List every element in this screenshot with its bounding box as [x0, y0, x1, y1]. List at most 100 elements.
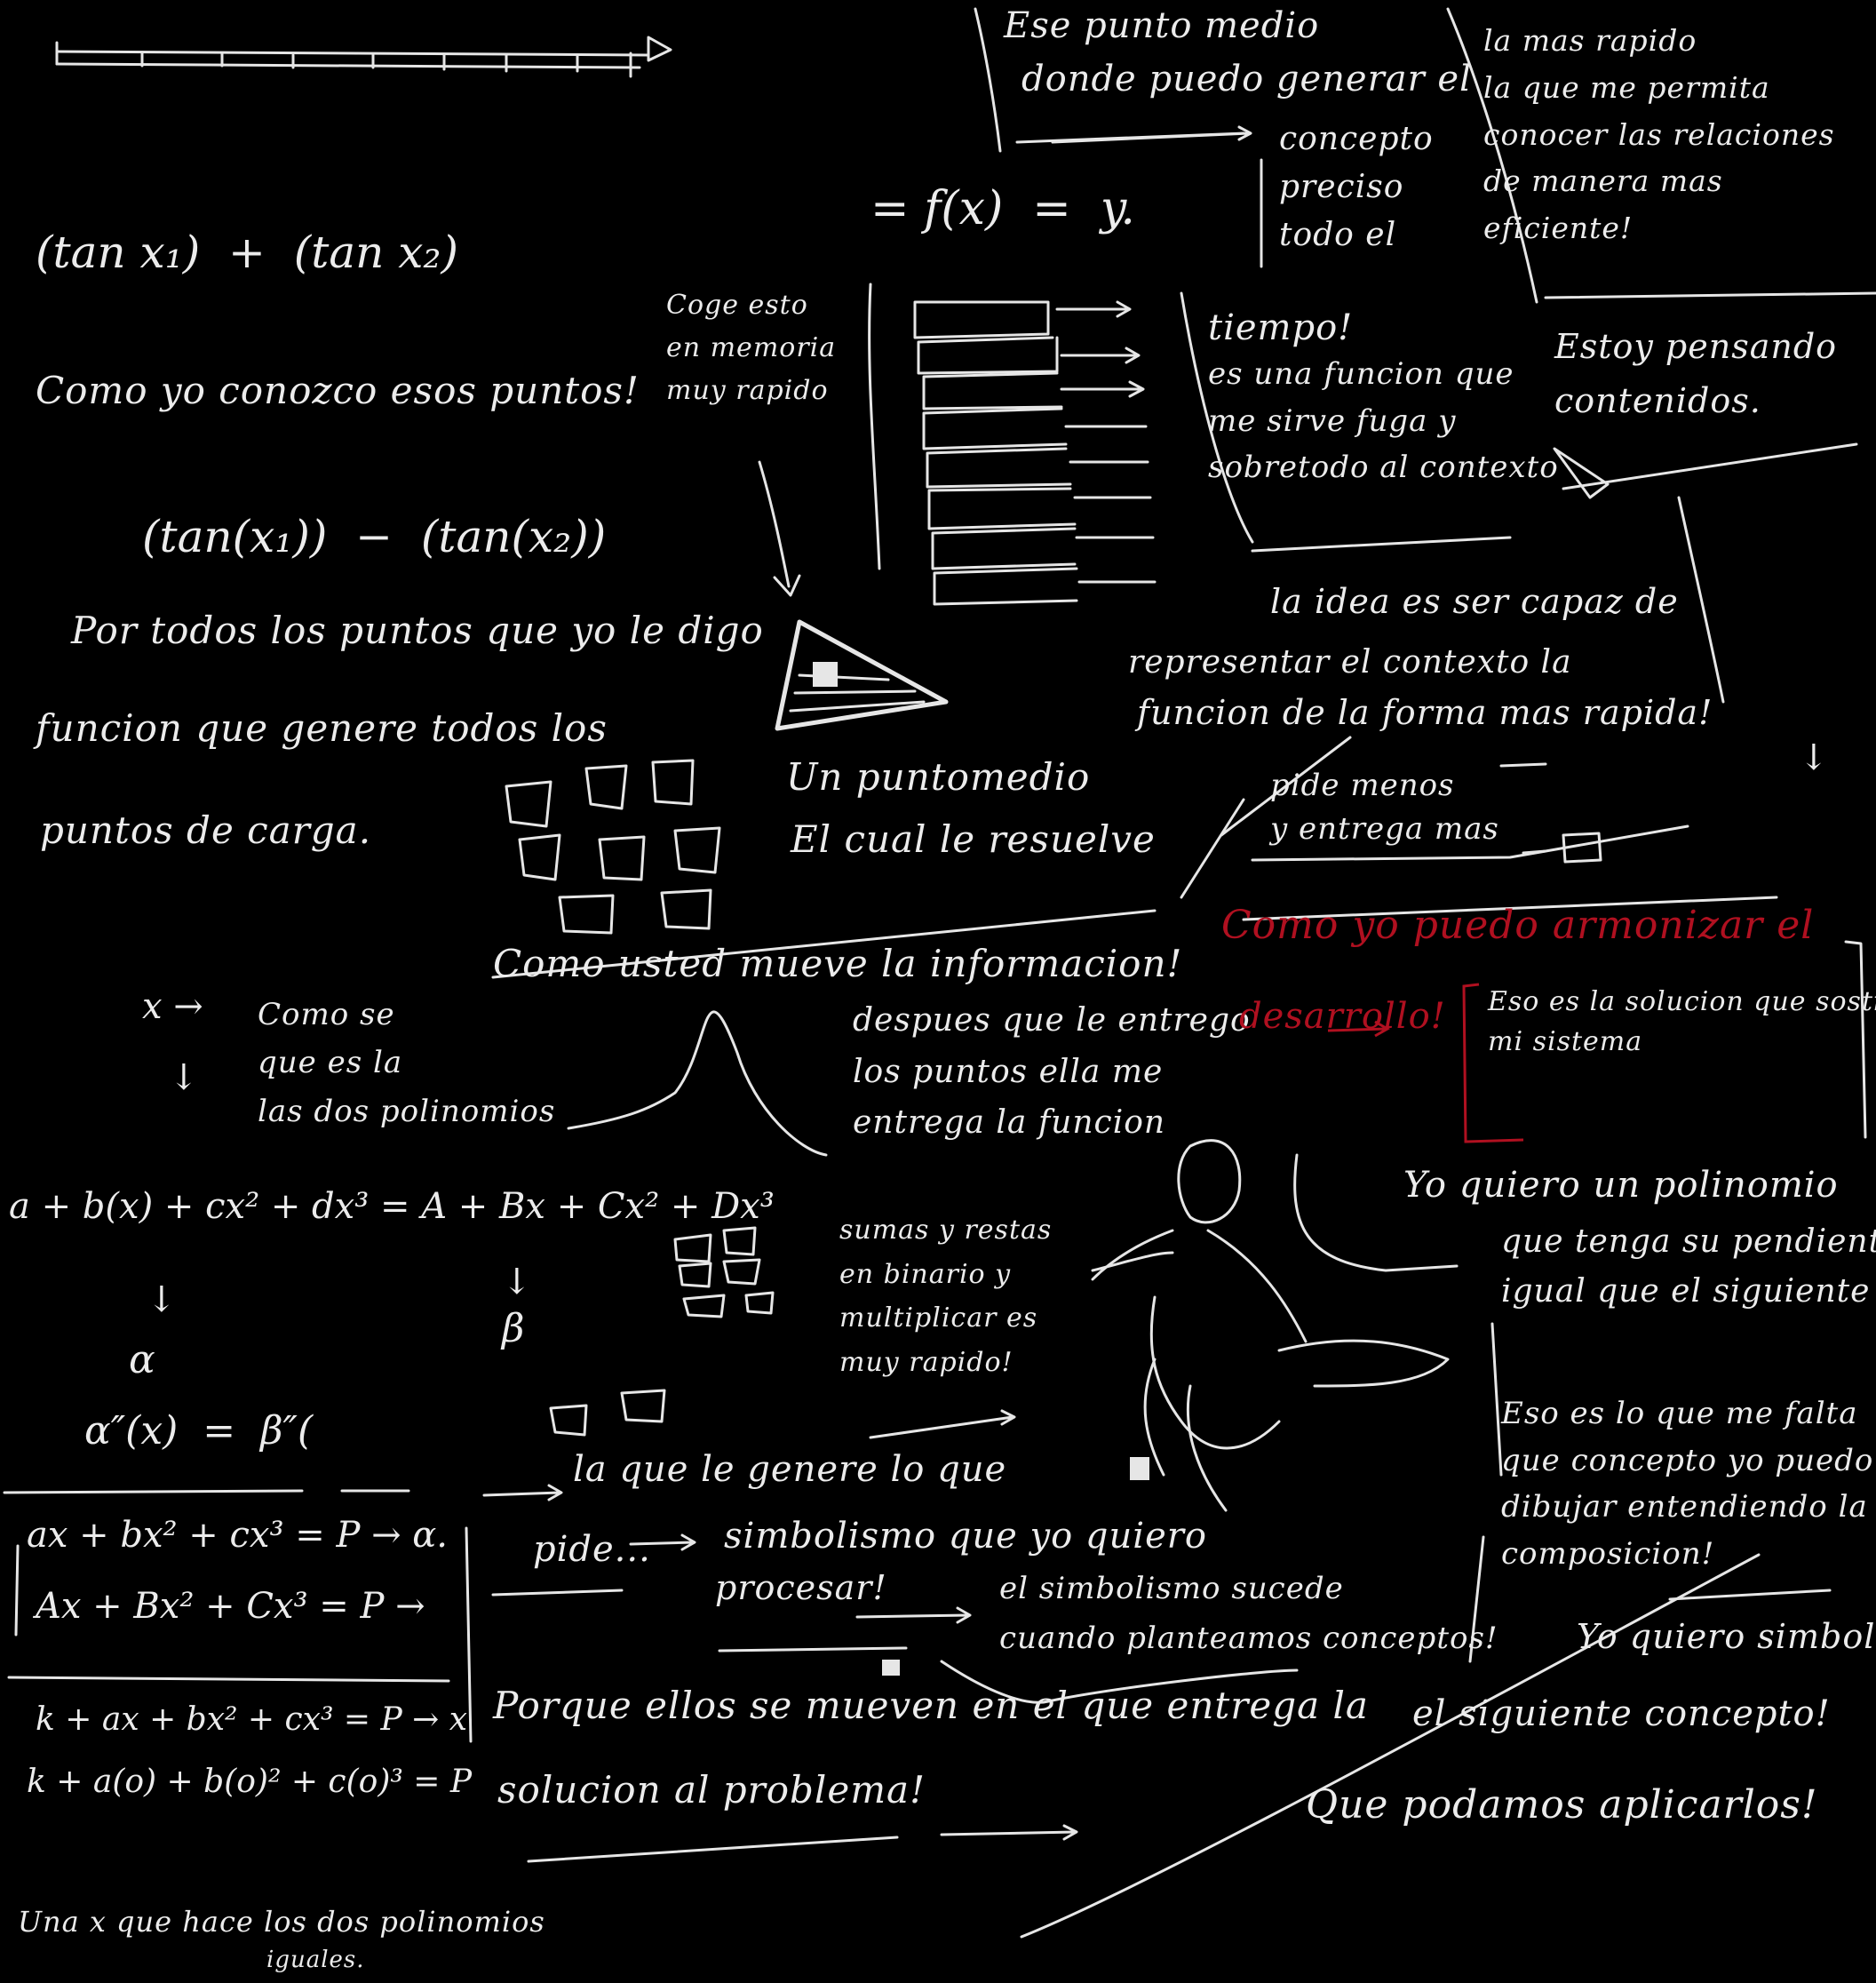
note-falta: Eso es lo que me falta que concepto yo p…	[1501, 1396, 1874, 1573]
note-simbolizar: Yo quiero simbolizar	[1577, 1617, 1876, 1656]
divider-line	[1251, 536, 1512, 553]
divider-line	[974, 7, 1002, 153]
note-puntomedio: Un puntomedio	[786, 755, 1091, 799]
note-tiempo: tiempo!	[1208, 307, 1354, 348]
divider-line	[1180, 291, 1254, 544]
math-x-arrow: x →	[142, 986, 203, 1027]
math-down-arrow: ↓	[502, 1262, 532, 1302]
note-pensando: Estoy pensando contenidos.	[1554, 327, 1838, 420]
note-desarrollo: desarrollo!	[1239, 996, 1446, 1037]
note-procesar: procesar!	[715, 1568, 887, 1607]
note-simbolismo-sucede: el simbolismo sucede cuando planteamos c…	[999, 1571, 1498, 1657]
math-f-of-x: = f(x) = y.	[870, 182, 1135, 235]
divider-line	[1677, 496, 1725, 704]
red-arrow	[1327, 1020, 1391, 1038]
note-aplicarlos: Que podamos aplicarlos!	[1306, 1782, 1818, 1828]
arrow-right	[527, 1824, 1078, 1863]
divider-line	[3, 1489, 410, 1494]
note-pide: pide...	[533, 1529, 651, 1570]
arrow-down	[758, 460, 801, 597]
note-simbolismo: simbolismo que yo quiero	[724, 1516, 1207, 1557]
divider-line	[1446, 7, 1538, 304]
figure-sketch	[1091, 1139, 1450, 1512]
divider-line	[718, 1646, 908, 1652]
sticky-squares-cluster	[549, 1226, 775, 1437]
note-funcion-contexto: es una funcion que me sirve fuga y sobre…	[1208, 356, 1559, 486]
note-entrega-funcion: despues que le entrego los puntos ella m…	[853, 1002, 1251, 1142]
note-como-se: Como se que es la las dos polinomios	[258, 997, 556, 1129]
math-tan-sum: (tan x₁) + (tan x₂)	[36, 227, 458, 278]
note-iguales: iguales.	[266, 1947, 365, 1973]
note-solucion-problema: solucion al problema!	[497, 1768, 926, 1812]
math-down-arrow: ↓	[1799, 737, 1829, 778]
divider-line	[491, 909, 1157, 979]
note-punto-medio: Ese punto medio	[1004, 5, 1320, 46]
arrow-right	[482, 1484, 563, 1501]
divider-line	[1251, 824, 1689, 862]
chalk-mark	[882, 1660, 900, 1676]
divider-line	[1544, 291, 1876, 299]
arrow-right	[1499, 762, 1547, 855]
math-down-arrow: ↓	[169, 1057, 199, 1098]
arrow-right	[869, 1409, 1016, 1439]
math-poly-k: k + ax + bx² + cx³ = P → x	[36, 1701, 468, 1738]
arrow-right	[855, 1606, 972, 1624]
note-representar: representar el contexto la	[1128, 644, 1572, 681]
red-bracket	[1462, 983, 1524, 1143]
divider-line	[1220, 736, 1352, 837]
divider-line	[491, 1589, 624, 1597]
note-conozco-puntos: Como yo conozco esos puntos!	[36, 369, 640, 412]
divider-line	[1562, 442, 1858, 490]
note-funcion-genere: funcion que genere todos los	[36, 706, 608, 750]
divider-line	[1668, 1589, 1832, 1601]
note-concepto: concepto preciso todo el	[1279, 121, 1434, 253]
note-siguiente-concepto: el siguiente concepto!	[1412, 1693, 1831, 1734]
divider-line	[1293, 1153, 1459, 1272]
math-poly-p-beta: Ax + Bx² + Cx³ = P →	[36, 1586, 425, 1627]
stacked-blocks-diagram	[868, 283, 1157, 606]
divider-line	[1242, 896, 1778, 921]
divider-line	[1180, 798, 1245, 899]
divider-line	[1468, 1535, 1485, 1663]
math-tan-diff: (tan(x₁)) − (tan(x₂))	[142, 511, 607, 562]
math-poly-k-zero: k + a(o) + b(o)² + c(o)³ = P	[27, 1764, 473, 1800]
math-second-derivative: α″(x) = β″(	[84, 1408, 314, 1453]
note-le-genere: la que le genere lo que	[573, 1449, 1007, 1490]
note-mas-rapido: la mas rapido la que me permita conocer …	[1483, 23, 1835, 246]
math-poly-p-alpha: ax + bx² + cx³ = P → α.	[27, 1515, 449, 1556]
divider-line	[7, 1676, 450, 1683]
divider-line	[1020, 1553, 1761, 1939]
box-sketch	[1562, 832, 1602, 864]
divider-line	[1490, 1322, 1503, 1477]
note-armonizar: Como yo puedo armonizar el	[1221, 903, 1815, 948]
note-pide-menos: pide menos y entrega mas	[1270, 768, 1499, 848]
note-binario: sumas y restas en binario y multiplicar …	[839, 1214, 1053, 1378]
note-resuelve: El cual le resuelve	[791, 817, 1156, 861]
note-memoria: Coge esto en memoria muy rapido	[666, 290, 837, 406]
note-generar: donde puedo generar el	[1021, 59, 1472, 100]
note-forma-rapida: funcion de la forma mas rapida!	[1137, 693, 1713, 732]
math-polynomial-equation: a + b(x) + cx² + dx³ = A + Bx + Cx² + Dx…	[9, 1186, 775, 1227]
bracket-line	[1844, 940, 1867, 1139]
note-polinomio: Yo quiero un polinomio	[1403, 1165, 1839, 1206]
math-down-arrow: ↓	[147, 1279, 177, 1320]
note-puntos-carga: puntos de carga.	[40, 808, 372, 852]
note-solucion-sistema: Eso es la solucion que sostiene mi siste…	[1488, 986, 1876, 1057]
math-beta: β	[502, 1306, 525, 1351]
arrow-right	[1051, 125, 1252, 144]
note-idea: la idea es ser capaz de	[1270, 582, 1679, 621]
divider-line	[465, 1526, 473, 1743]
note-porque: Porque ellos se mueven en el que entrega…	[493, 1684, 1369, 1727]
timeline-ruler	[55, 36, 672, 78]
math-alpha: α	[129, 1337, 155, 1382]
triangle-sketch	[1553, 447, 1610, 499]
divider-line	[14, 1544, 20, 1637]
divider-line	[940, 1660, 1299, 1704]
note-mueve-informacion: Como usted mueve la informacion!	[493, 942, 1183, 985]
note-pendiente: que tenga su pendiente igual que el sigu…	[1501, 1223, 1876, 1310]
note-todos-puntos: Por todos los puntos que yo le digo	[71, 609, 764, 652]
note-una-x: Una x que hace los dos polinomios	[18, 1905, 545, 1939]
chalk-mark	[1130, 1457, 1149, 1480]
sticky-squares-cluster	[505, 759, 721, 935]
